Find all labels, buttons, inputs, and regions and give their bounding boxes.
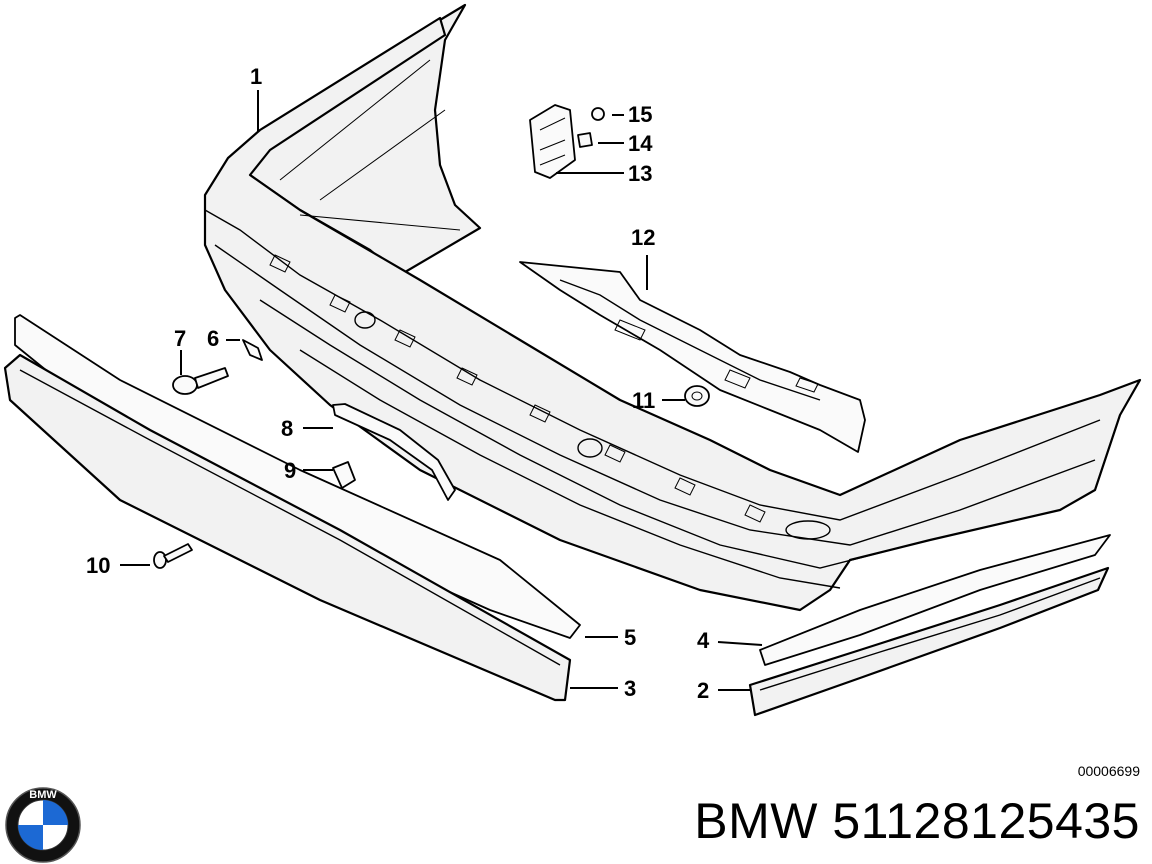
callout-10: 10: [86, 553, 110, 578]
clip-small-part: [332, 461, 356, 489]
callout-3: 3: [624, 676, 636, 701]
towing-eye-part: [172, 367, 229, 395]
callout-15: 15: [628, 102, 652, 127]
lower-trim-right-part: [748, 566, 1110, 717]
callout-13: 13: [628, 161, 652, 186]
callout-6: 6: [207, 326, 219, 351]
callout-12: 12: [631, 225, 655, 250]
callout-9: 9: [284, 458, 296, 483]
callout-11: 11: [632, 388, 655, 413]
bmw-logo-icon: BMW: [5, 787, 81, 863]
callout-1: 1: [250, 64, 262, 89]
callout-5: 5: [624, 625, 636, 650]
callout-8: 8: [281, 416, 293, 441]
callout-14: 14: [628, 131, 653, 156]
side-bracket-part: [529, 104, 576, 179]
grille-part: [332, 403, 456, 501]
upper-trim-right-part: [759, 534, 1111, 666]
callout-7: 7: [174, 326, 186, 351]
clip-part: [577, 132, 593, 148]
screw-part: [153, 543, 193, 569]
logo-text: BMW: [29, 789, 57, 801]
cap-part: [242, 339, 263, 361]
callout-2: 2: [697, 678, 709, 703]
callout-labels: 1 2 3 4 5 6 7 8 9 10 11 12 13 14 15: [86, 64, 710, 703]
lower-trim-left-part: [3, 353, 572, 702]
bumper-bracket-part: [519, 261, 866, 453]
callout-4: 4: [697, 628, 710, 653]
nut-part: [591, 107, 605, 121]
grommet-part: [684, 385, 710, 407]
leader-lines: [120, 90, 763, 691]
drawing-code: 00006699: [1077, 763, 1140, 779]
part-title: BMW 51128125435: [694, 793, 1140, 849]
